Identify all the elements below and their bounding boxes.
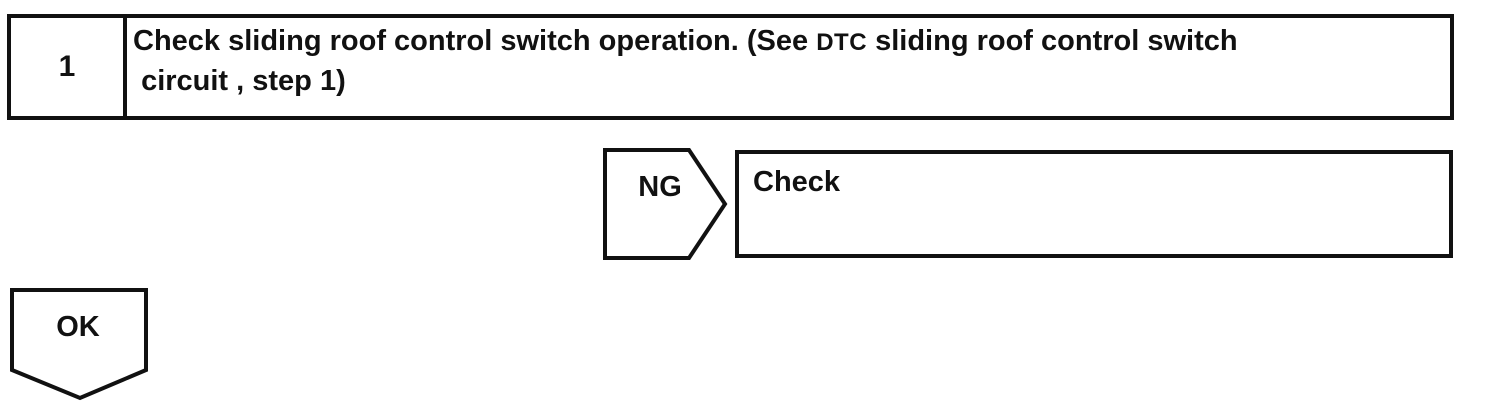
ok-pointer-icon	[10, 288, 148, 401]
step-description: Check sliding roof control switch operat…	[127, 18, 1450, 116]
step-number: 1	[11, 18, 127, 116]
ng-branch-pointer: NG	[603, 148, 729, 262]
ng-label: NG	[638, 171, 682, 203]
dtc-reference: DTC	[816, 29, 868, 56]
step-box: 1 Check sliding roof control switch oper…	[7, 14, 1454, 120]
ok-label: OK	[56, 311, 100, 343]
step-text-pre: Check sliding roof control switch operat…	[133, 25, 817, 57]
ok-branch-pointer: OK	[10, 288, 150, 402]
step-description-line1: Check sliding roof control switch operat…	[133, 22, 1442, 62]
step-description-line2: circuit , step 1)	[133, 65, 346, 97]
ng-pointer-icon	[603, 148, 728, 260]
ng-result-box: Check	[735, 150, 1453, 258]
step-text-post: sliding roof control switch	[867, 25, 1238, 57]
